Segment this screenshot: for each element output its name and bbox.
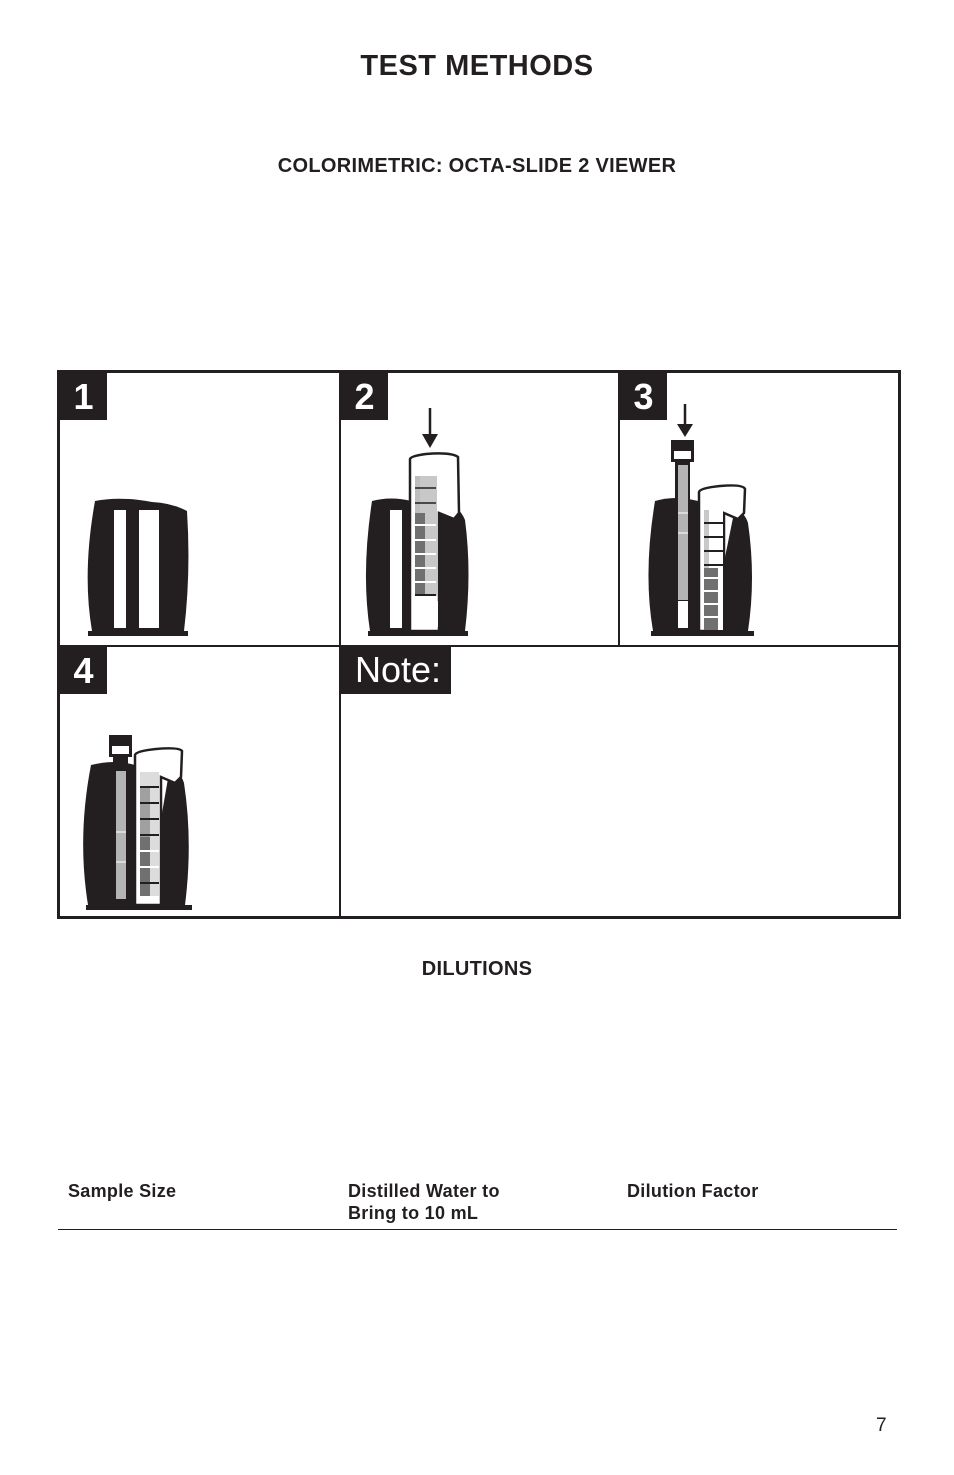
step-3-cell: 3 [620,373,898,645]
grid-divider [60,645,898,647]
test-tube-insert-icon [648,404,754,636]
octa-slide-viewer-empty-icon [87,498,189,636]
note-cell: Note: [341,647,898,916]
column-header-distilled-water: Distilled Water to Bring to 10 mL [348,1181,500,1223]
step-3-number: 3 [620,373,667,420]
page-number: 7 [876,1415,887,1436]
column-header-sample-size: Sample Size [68,1181,177,1201]
viewer-with-tube-and-bar-icon [83,735,192,910]
dilutions-heading: DILUTIONS [421,958,533,980]
step-1-cell: 1 [60,373,339,645]
grid-divider [618,373,620,646]
note-label: Note: [341,647,452,694]
octa-slide-bar-insert-icon [365,408,469,636]
step-2-number: 2 [341,373,388,420]
page-title: TEST METHODS [360,50,594,82]
column-header-dilution-factor: Dilution Factor [627,1181,759,1201]
colorimetric-heading: COLORIMETRIC: OCTA-SLIDE 2 VIEWER [277,155,677,177]
step-2-cell: 2 [341,373,618,645]
step-4-number: 4 [60,647,107,694]
step-1-number: 1 [60,373,107,420]
grid-divider [339,373,341,916]
steps-grid: 1 2 [57,370,901,919]
step-4-cell: 4 [60,647,339,916]
dilutions-table-header: Sample Size Distilled Water to Bring to … [58,1180,897,1230]
